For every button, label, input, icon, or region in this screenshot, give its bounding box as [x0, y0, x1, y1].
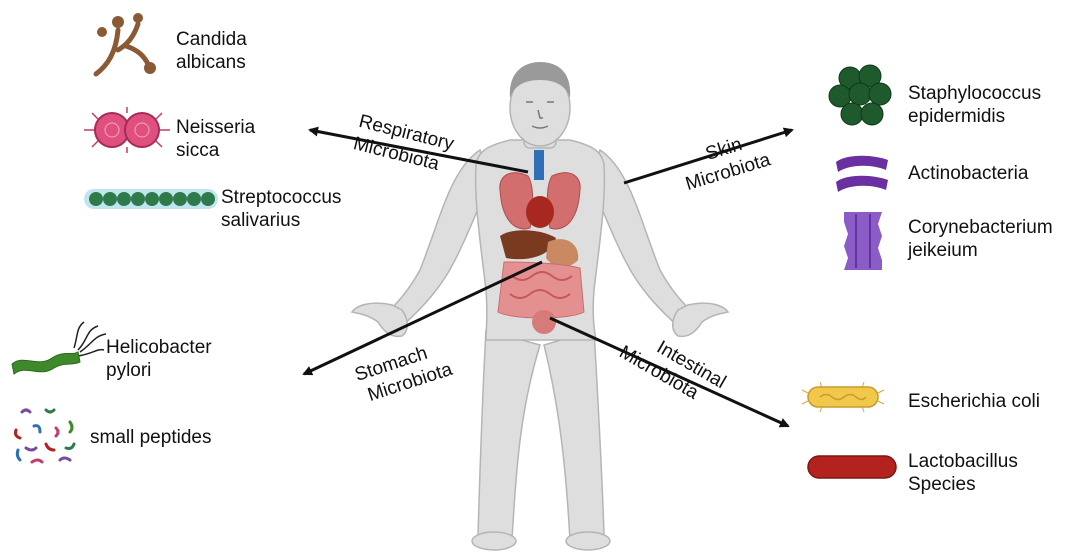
lactobacillus-line2: Species [908, 473, 1018, 496]
peptides-line1: small peptides [90, 426, 211, 449]
neisseria-line2: sicca [176, 139, 255, 162]
streptococcus-line1: Streptococcus [221, 186, 341, 209]
actinobacteria-icon [832, 152, 892, 196]
small-peptides-label: small peptides [90, 426, 211, 449]
staphylococcus-epidermidis-label: Staphylococcus epidermidis [908, 82, 1041, 128]
helicobacter-line1: Helicobacter [106, 336, 212, 359]
lactobacillus-icon [806, 452, 898, 482]
staphylococcus-epidermidis-icon [828, 62, 898, 132]
neisseria-line1: Neisseria [176, 116, 255, 139]
ecoli-line1: Escherichia coli [908, 390, 1040, 413]
helicobacter-line2: pylori [106, 359, 212, 382]
streptococcus-salivarius-label: Streptococcus salivarius [221, 186, 341, 232]
corynebacterium-line1: Corynebacterium [908, 216, 1053, 239]
actinobacteria-label: Actinobacteria [908, 162, 1028, 185]
staphylococcus-line1: Staphylococcus [908, 82, 1041, 105]
neisseria-sicca-label: Neisseria sicca [176, 116, 255, 162]
corynebacterium-jeikeium-icon [838, 210, 888, 272]
small-peptides-icon [12, 404, 82, 466]
candida-line1: Candida [176, 28, 247, 51]
corynebacterium-line2: jeikeium [908, 239, 1053, 262]
corynebacterium-jeikeium-label: Corynebacterium jeikeium [908, 216, 1053, 262]
candida-line2: albicans [176, 51, 247, 74]
candida-albicans-icon [88, 10, 158, 80]
escherichia-coli-label: Escherichia coli [908, 390, 1040, 413]
staphylococcus-line2: epidermidis [908, 105, 1041, 128]
helicobacter-pylori-icon [8, 320, 108, 380]
streptococcus-salivarius-icon [82, 186, 222, 212]
escherichia-coli-icon [800, 380, 886, 414]
helicobacter-pylori-label: Helicobacter pylori [106, 336, 212, 382]
lactobacillus-line1: Lactobacillus [908, 450, 1018, 473]
actinobacteria-line1: Actinobacteria [908, 162, 1028, 185]
candida-albicans-label: Candida albicans [176, 28, 247, 74]
lactobacillus-species-label: Lactobacillus Species [908, 450, 1018, 496]
streptococcus-line2: salivarius [221, 209, 341, 232]
neisseria-sicca-icon [82, 105, 172, 155]
